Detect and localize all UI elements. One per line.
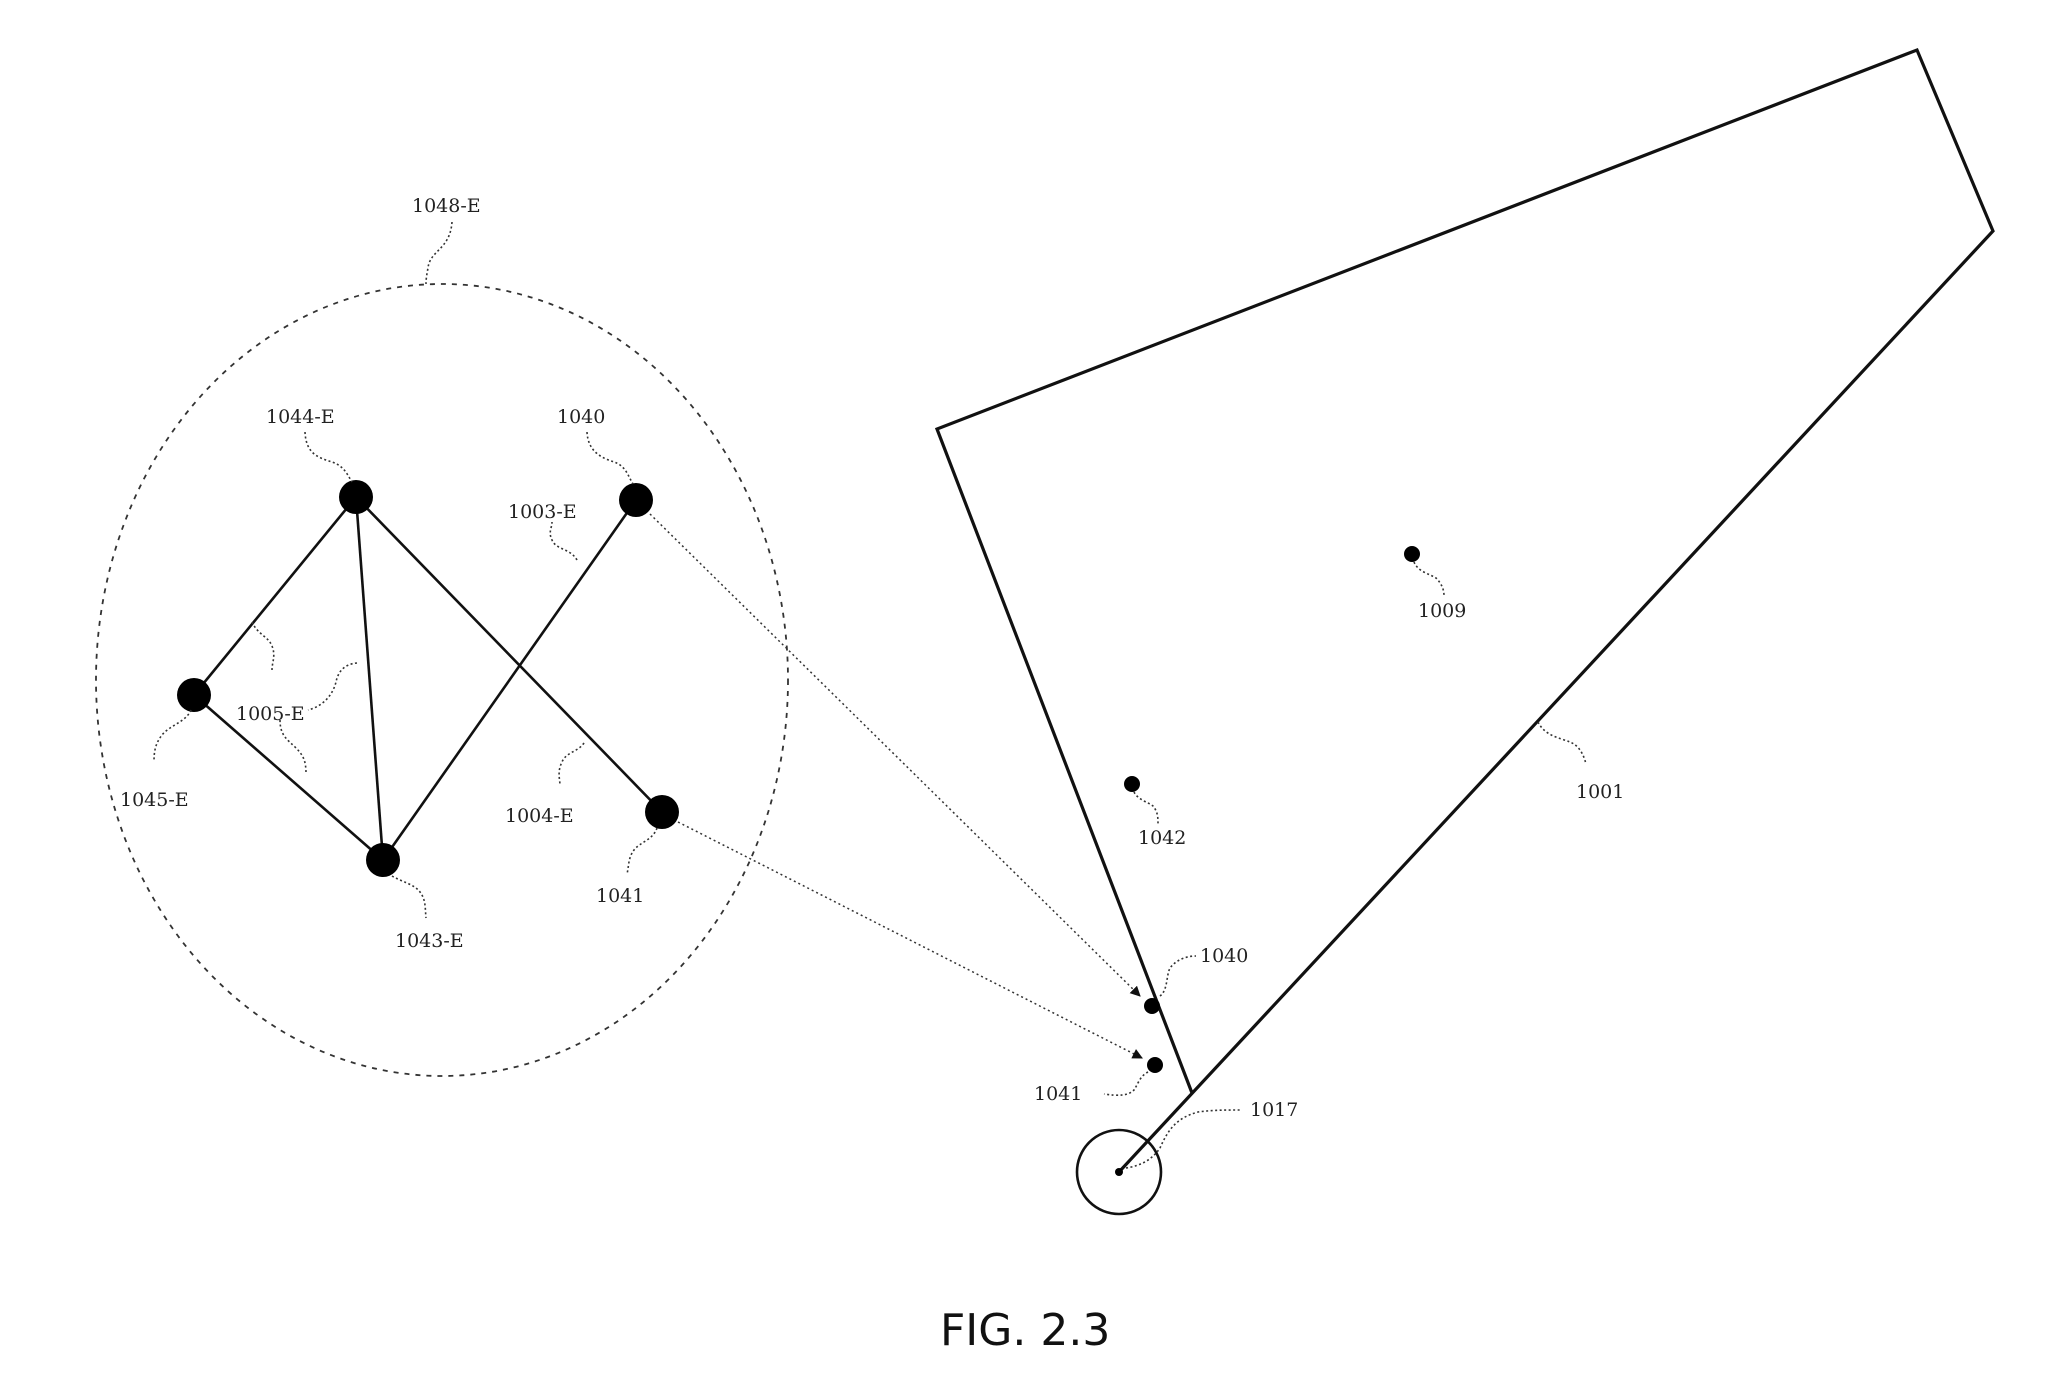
origin-circle <box>1075 1128 1163 1216</box>
pointer-1041 <box>677 821 1143 1059</box>
leader-1005-e-a <box>251 621 275 671</box>
leader-1040 <box>586 431 634 485</box>
leader-1003-e <box>549 521 578 561</box>
label-1005-e: 1005-E <box>236 703 305 725</box>
label-1009: 1009 <box>1418 600 1466 622</box>
edge-1043-1040 <box>381 499 638 861</box>
label-1003-e: 1003-E <box>508 501 577 523</box>
node-1041 <box>645 795 679 829</box>
leader-1005-e-b <box>307 662 358 711</box>
leader-1042 <box>1133 791 1159 825</box>
label-1043-e: 1043-E <box>395 930 464 952</box>
leader-1001 <box>1537 721 1587 765</box>
origin-point <box>1115 1168 1123 1176</box>
edge-1044-1041 <box>355 496 663 813</box>
point-1041 <box>1147 1057 1163 1073</box>
leader-1045-e <box>153 709 192 763</box>
point-1042 <box>1124 776 1140 792</box>
label-1048-e: 1048-E <box>412 195 481 217</box>
label-1017: 1017 <box>1250 1099 1298 1121</box>
node-1043-e <box>366 843 400 877</box>
leader-1041 <box>626 827 658 875</box>
label-1041-enlarged: 1041 <box>596 885 644 907</box>
point-1040 <box>1144 998 1160 1014</box>
region-boundary <box>934 47 1995 1174</box>
region-1001: 1001 1009 1042 1040 1041 1017 <box>934 47 1995 1216</box>
node-1045-e <box>177 678 211 712</box>
leader-1043-e <box>391 875 427 919</box>
label-1004-e: 1004-E <box>505 805 574 827</box>
point-1009 <box>1404 546 1420 562</box>
edge-1044-1043 <box>354 496 385 861</box>
edge-1045-1043 <box>193 694 384 861</box>
label-1042: 1042 <box>1138 827 1186 849</box>
leader-1048-e <box>425 221 453 285</box>
label-1044-e: 1044-E <box>266 406 335 428</box>
zone-1048-e <box>95 283 789 1077</box>
leader-1040-region <box>1159 955 1197 997</box>
leader-1044-e <box>304 431 353 483</box>
leader-1009 <box>1413 561 1445 597</box>
label-1040-region: 1040 <box>1200 945 1248 967</box>
edge-1044-1045 <box>192 496 358 696</box>
pointer-1040 <box>649 513 1141 997</box>
label-1045-e: 1045-E <box>120 789 189 811</box>
leader-1005-e-c <box>279 719 307 775</box>
node-1044-e <box>339 480 373 514</box>
label-1001: 1001 <box>1576 781 1624 803</box>
enlarged-view: 1048-E 1044-E 1040 1045-E 1043-E 1041 10… <box>95 195 1143 1077</box>
leader-1041-region <box>1103 1071 1149 1096</box>
label-1040-enlarged: 1040 <box>557 406 605 428</box>
label-1041-region: 1041 <box>1034 1083 1082 1105</box>
node-1040 <box>619 483 653 517</box>
leader-1004-e <box>558 742 585 785</box>
figure-caption: FIG. 2.3 <box>940 1305 1110 1356</box>
